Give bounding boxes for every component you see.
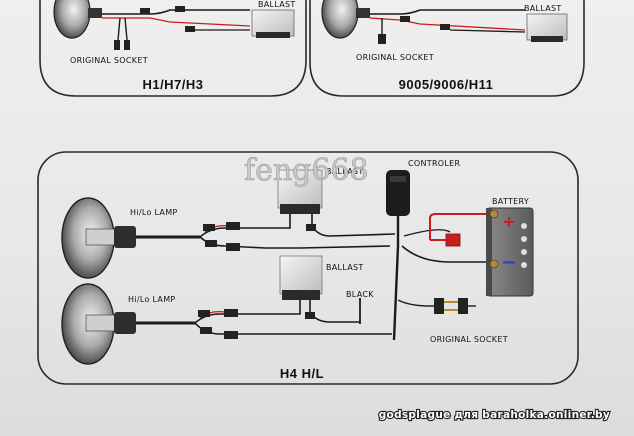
panel-caption: 9005/9006/H11 xyxy=(399,77,494,92)
wire-red xyxy=(429,213,494,240)
connector-icon xyxy=(305,312,315,319)
connector-icon xyxy=(114,40,120,50)
connector-icon xyxy=(175,6,185,12)
connector-icon xyxy=(124,40,130,50)
panel-h1-h7-h3: BALLAST ORIGINAL SOCKET H1/H7/H3 xyxy=(39,0,307,97)
lamp-upper-label: Hi/Lo LAMP xyxy=(130,208,178,217)
wire xyxy=(199,214,291,238)
connector-icon xyxy=(198,310,210,317)
connector-icon xyxy=(226,222,240,230)
panel-9005-9006-h11: BALLAST ORIGINAL SOCKET 9005/9006/H11 xyxy=(309,0,585,97)
ballast-icon xyxy=(526,13,568,42)
connector-icon xyxy=(185,26,195,32)
fuse-icon xyxy=(445,233,461,247)
wire xyxy=(102,9,250,15)
credit-text: godsplague для baraholka.onliner.by xyxy=(379,409,610,421)
panel-frame xyxy=(39,0,307,97)
ballast-upper-label: BALLAST xyxy=(326,167,364,176)
connector-icon xyxy=(306,224,316,231)
lamp-icon xyxy=(321,0,370,39)
wire-red xyxy=(102,17,251,27)
original-socket-icon xyxy=(434,298,476,314)
ballast-label: BALLAST xyxy=(258,0,296,9)
controller-label: CONTROLER xyxy=(408,159,461,168)
socket-label: ORIGINAL SOCKET xyxy=(70,56,148,65)
panel-h4-hl: + − CONTROLER BALLAST BALLAST BATTERY Hi… xyxy=(37,151,579,385)
lamp-icon xyxy=(61,283,136,365)
wire xyxy=(194,300,301,324)
wire xyxy=(370,9,525,15)
battery-plus: + xyxy=(502,212,515,231)
ballast-label: BALLAST xyxy=(524,4,562,13)
connector-icon xyxy=(200,327,212,334)
connector-icon xyxy=(440,24,450,30)
panel-caption: H1/H7/H3 xyxy=(142,77,203,92)
wire xyxy=(309,300,360,323)
watermark: feng668 xyxy=(244,153,369,188)
wire xyxy=(401,245,492,263)
lamp-icon xyxy=(61,197,136,279)
black-wire-label: BLACK xyxy=(346,290,374,299)
connector-icon xyxy=(224,331,238,339)
connector-icon xyxy=(224,309,238,317)
battery-minus: − xyxy=(501,252,516,273)
wire xyxy=(392,216,400,341)
connector-icon xyxy=(400,16,410,22)
lamp-icon xyxy=(53,0,102,39)
connector-icon xyxy=(226,243,240,251)
wire xyxy=(117,17,128,41)
socket-label: ORIGINAL SOCKET xyxy=(356,53,434,62)
lamp-lower-label: Hi/Lo LAMP xyxy=(128,295,176,304)
connector-icon xyxy=(205,240,217,247)
connector-icon xyxy=(140,8,150,14)
wire xyxy=(311,214,396,237)
wire xyxy=(449,29,526,33)
socket-label: ORIGINAL SOCKET xyxy=(430,335,508,344)
connector-icon xyxy=(378,34,386,44)
ballast-icon xyxy=(277,169,323,214)
panel-frame xyxy=(309,0,585,97)
battery-label: BATTERY xyxy=(492,197,529,206)
ballast-icon xyxy=(251,9,295,38)
panel-frame xyxy=(37,151,579,385)
wire xyxy=(403,229,451,237)
wire xyxy=(397,299,431,307)
battery-icon xyxy=(486,207,534,297)
ballast-icon xyxy=(279,255,323,300)
panel-caption: H4 H/L xyxy=(280,366,324,381)
connector-icon xyxy=(203,224,215,231)
controller-icon xyxy=(386,170,410,216)
ballast-lower-label: BALLAST xyxy=(326,263,364,272)
